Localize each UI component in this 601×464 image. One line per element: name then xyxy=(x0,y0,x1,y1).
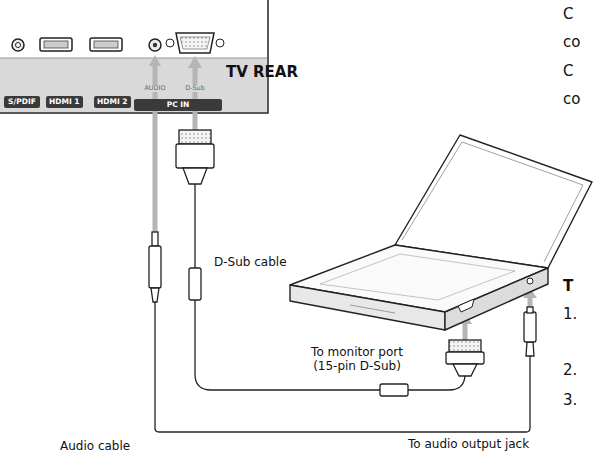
panel-title: TV REAR xyxy=(226,64,298,81)
tv-panel xyxy=(0,0,268,113)
port-badge: PC IN xyxy=(134,99,222,111)
connection-note: To audio output jack xyxy=(408,438,529,452)
connection-note: To monitor port (15-pin D-Sub) xyxy=(298,346,416,374)
laptop xyxy=(290,135,592,330)
port-badge: HDMI 2 xyxy=(94,96,131,108)
port-label: PC IN xyxy=(167,101,190,109)
port-badge: HDMI 1 xyxy=(46,96,83,108)
step-number: 2. xyxy=(563,362,577,379)
step-number: 1. xyxy=(563,306,577,323)
step-number: 3. xyxy=(563,392,577,409)
port-name: D-Sub xyxy=(175,85,215,92)
cut-text: C xyxy=(563,63,573,80)
port-label: HDMI 1 xyxy=(49,98,80,106)
cut-text: T xyxy=(563,278,573,295)
cut-text: co xyxy=(563,91,580,108)
cable-name: Audio cable xyxy=(60,440,130,454)
port-label: HDMI 2 xyxy=(97,98,128,106)
cut-text: C xyxy=(563,6,573,23)
port-badge: S/PDIF xyxy=(4,96,40,108)
port-name: AUDIO xyxy=(135,85,175,92)
cut-text: co xyxy=(563,34,580,51)
cable-name: D-Sub cable xyxy=(214,256,287,270)
port-label: S/PDIF xyxy=(8,98,36,106)
